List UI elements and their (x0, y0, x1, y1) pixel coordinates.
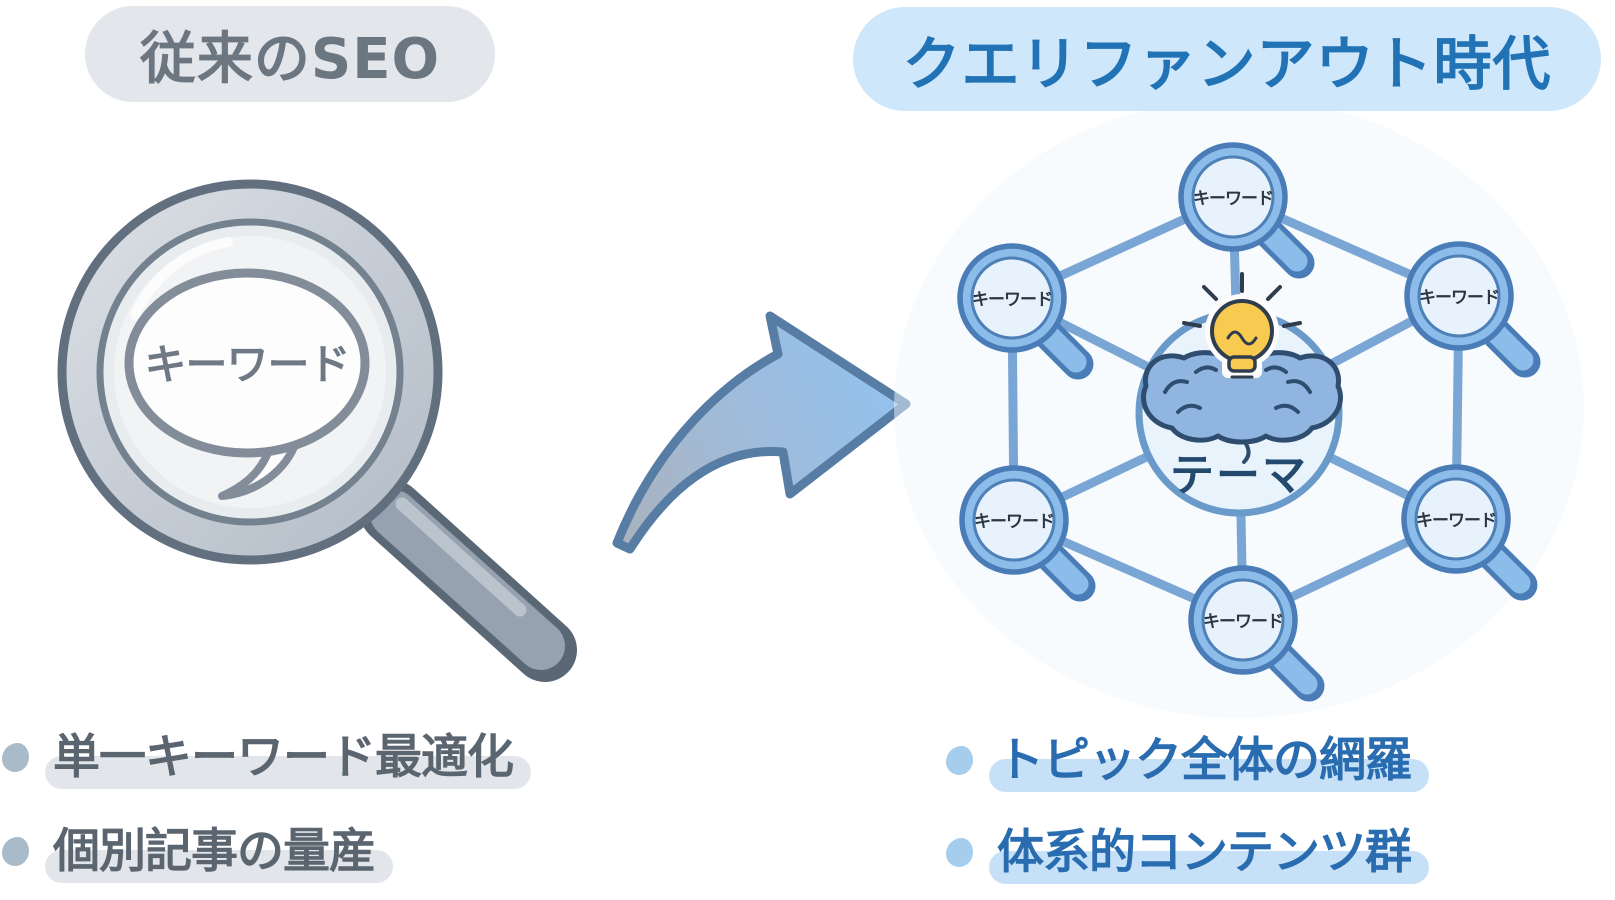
theme-label: テーマ (1170, 450, 1308, 501)
bullet-dot-icon (946, 838, 973, 868)
keyword-node-top: キーワード (1178, 142, 1315, 279)
speech-bubble-body (124, 268, 370, 458)
node-lens (1414, 477, 1498, 561)
brain-lightbulb-icon (1141, 272, 1343, 464)
node-lens (1191, 155, 1275, 239)
node-lens (970, 256, 1054, 340)
node-lens (972, 478, 1056, 562)
bullet-dot-icon (946, 746, 973, 776)
right-bullet-row-2: 体系的コンテンツ群 (946, 821, 1429, 885)
node-label: キーワード (1419, 288, 1499, 308)
left-header: 従来のSEO (85, 6, 495, 102)
bulb-glass (1210, 299, 1274, 363)
node-label: キーワード (1193, 189, 1273, 209)
bubble-keyword-label: キーワード (144, 340, 349, 389)
speech-bubble-tail (218, 443, 298, 500)
right-header: クエリファンアウト時代 (853, 7, 1601, 111)
bulb-filament (1226, 330, 1258, 346)
keyword-node-upper-left: キーワード (957, 243, 1094, 380)
left-header-label: 従来のSEO (139, 26, 441, 92)
text-highlight (989, 851, 1429, 885)
left-bullet-2-text: 個別記事の量産 (43, 820, 393, 884)
right-header-label: クエリファンアウト時代 (902, 30, 1552, 98)
right-bullet-1-text: トピック全体の網羅 (987, 729, 1429, 793)
node-lens (1417, 254, 1501, 338)
brain-folds (1163, 365, 1312, 464)
text-highlight (989, 759, 1429, 793)
left-bullet-row-2: 個別記事の量産 (2, 820, 393, 884)
node-lens (1201, 578, 1285, 662)
keyword-node-lower-left: キーワード (959, 465, 1096, 602)
bulb-base (1227, 355, 1257, 373)
text-highlight (45, 850, 393, 884)
node-label: キーワード (1203, 612, 1283, 632)
magnifying-glass-icon: キーワード (57, 179, 577, 682)
lens-shine (130, 237, 233, 320)
brain-shape (1141, 350, 1343, 445)
node-label: キーワード (972, 290, 1052, 310)
keyword-node-bottom: キーワード (1188, 565, 1325, 702)
bullet-dot-icon (2, 837, 29, 867)
keyword-node-lower-right: キーワード (1401, 464, 1538, 601)
magnifier-handle-highlight (395, 497, 527, 617)
magnifier-handle (370, 490, 565, 670)
text-highlight (45, 756, 531, 790)
keyword-node-upper-right: キーワード (1404, 241, 1541, 378)
right-bullet-2-text: 体系的コンテンツ群 (987, 821, 1429, 885)
left-bullet-1-text: 単一キーワード最適化 (43, 726, 531, 790)
theme-center-node: テーマ (1135, 272, 1343, 517)
bulb-rays (1182, 272, 1302, 328)
fanout-network: テーマ キーワード キーワード (894, 98, 1584, 718)
node-label: キーワード (974, 512, 1054, 532)
speech-bubble-icon: キーワード (124, 268, 370, 500)
bullet-dot-icon (2, 743, 29, 773)
left-bullet-row-1: 単一キーワード最適化 (2, 726, 531, 790)
right-bullet-row-1: トピック全体の網羅 (946, 729, 1429, 793)
curved-right-arrow-icon (612, 311, 911, 554)
node-label: キーワード (1416, 511, 1496, 531)
